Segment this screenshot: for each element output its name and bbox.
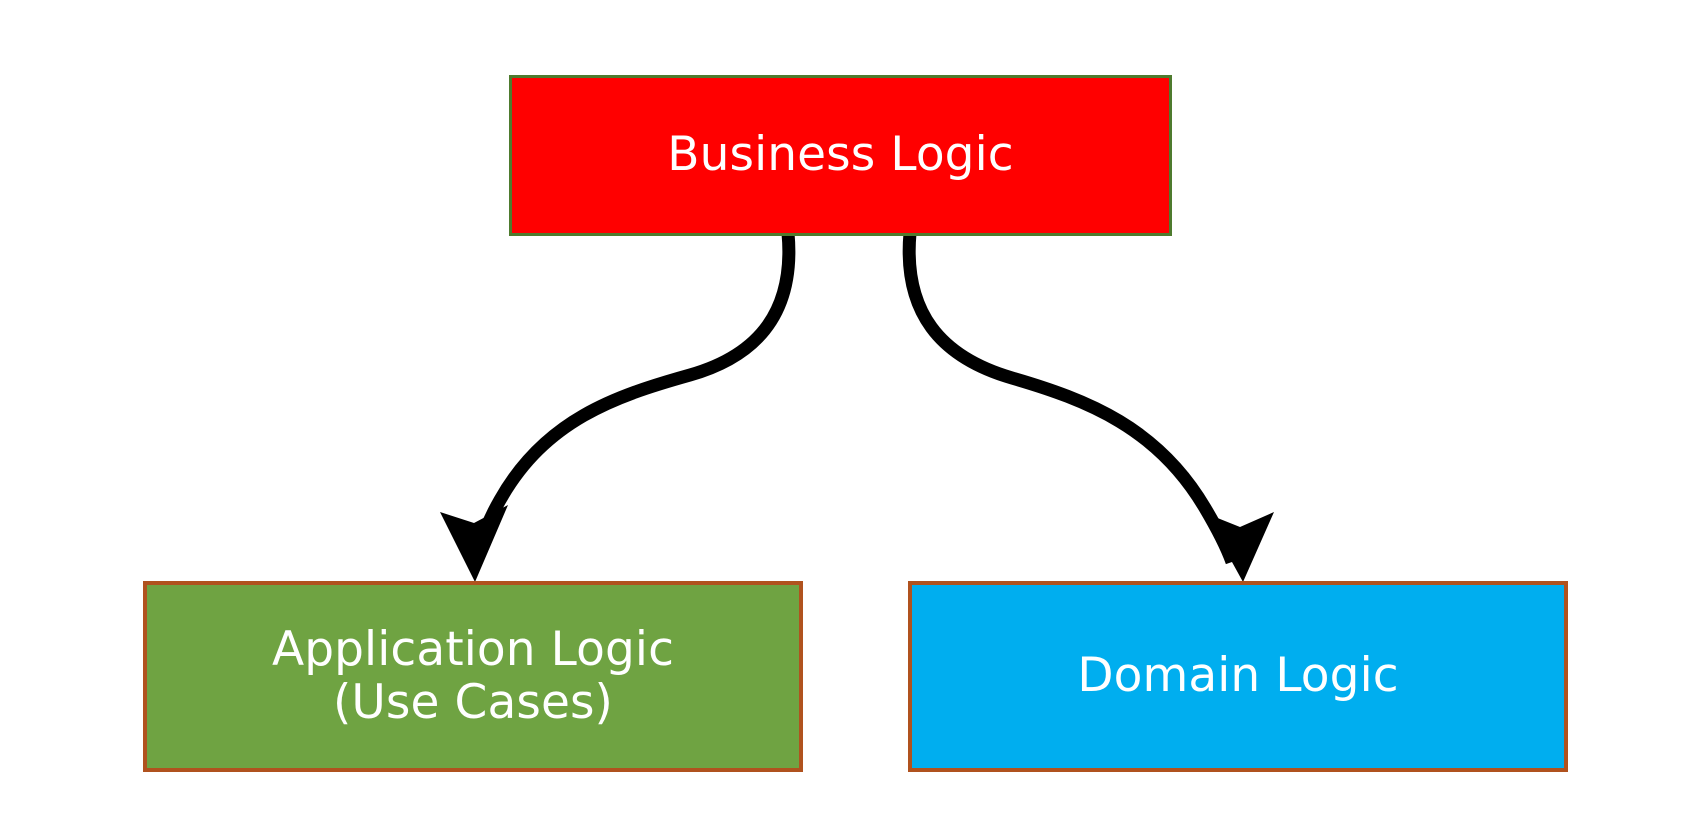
connector-business-to-application-path	[470, 232, 796, 558]
connector-business-to-domain	[902, 232, 1274, 582]
connector-business-to-application	[440, 232, 796, 582]
node-domain-logic[interactable]: Domain Logic	[908, 581, 1568, 772]
connector-business-to-domain-path	[902, 232, 1239, 565]
node-application-logic[interactable]: Application Logic (Use Cases)	[143, 581, 803, 772]
node-application-logic-label: Application Logic (Use Cases)	[271, 621, 675, 730]
node-business-logic-label: Business Logic	[667, 127, 1014, 183]
connector-business-to-domain-arrowhead	[1205, 512, 1274, 582]
connector-business-to-application-arrowhead	[440, 505, 508, 582]
node-domain-logic-label: Domain Logic	[1077, 648, 1399, 704]
node-business-logic[interactable]: Business Logic	[509, 75, 1172, 236]
